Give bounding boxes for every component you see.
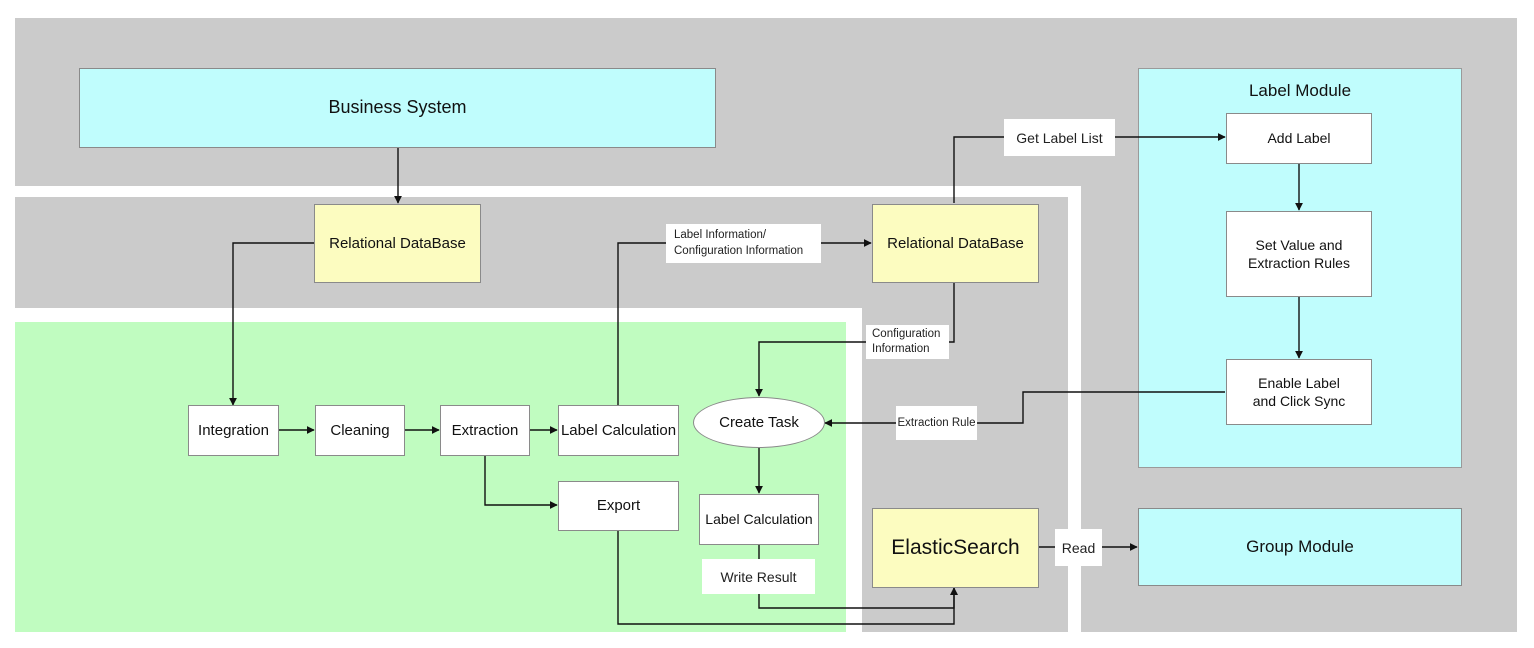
edge-labelcalc-to-db-right — [617, 239, 872, 405]
group-module-box: Group Module — [1138, 508, 1462, 586]
get-label-list-label: Get Label List — [1004, 119, 1115, 156]
edge-export-to-elastic — [617, 531, 958, 625]
label-calculation-right-box: Label Calculation — [699, 494, 819, 545]
region-separator-middle — [15, 308, 862, 322]
enable-line1: Enable Label — [1258, 374, 1340, 391]
edge-enable-to-createtask — [824, 391, 1225, 427]
config-line2: Information — [872, 343, 930, 355]
integration-box: Integration — [188, 405, 279, 456]
add-label-box: Add Label — [1226, 113, 1372, 164]
cleaning-box: Cleaning — [315, 405, 405, 456]
edge-db-right-to-createtask — [755, 283, 955, 397]
edge-db-right-to-addlabel — [953, 133, 1226, 203]
label-module-title: Label Module — [1248, 80, 1352, 100]
label-calculation-left-box: Label Calculation — [558, 405, 679, 456]
enable-label-click-sync-box: Enable Label and Click Sync — [1226, 359, 1372, 425]
edge-db-to-integration — [229, 242, 314, 406]
export-box: Export — [558, 481, 679, 531]
label-info-line2: Configuration Information — [674, 244, 804, 257]
enable-line2: and Click Sync — [1252, 393, 1346, 409]
extraction-rule-label: Extraction Rule — [896, 406, 977, 440]
read-label: Read — [1055, 529, 1102, 566]
relational-database-left: Relational DataBase — [314, 204, 481, 283]
create-task-node: Create Task — [693, 397, 825, 448]
extraction-box: Extraction — [440, 405, 530, 456]
region-separator-green-right — [846, 308, 862, 632]
config-line1: Configuration — [872, 328, 941, 341]
set-value-line1: Set Value and — [1255, 236, 1343, 253]
region-separator-vertical — [1068, 186, 1081, 632]
elasticsearch-box: ElasticSearch — [872, 508, 1039, 588]
edge-extraction-to-export — [484, 456, 558, 509]
label-info-line1: Label Information/ — [674, 228, 767, 241]
configuration-information-label: Configuration Information — [866, 325, 949, 359]
set-value-extraction-rules-box: Set Value and Extraction Rules — [1226, 211, 1372, 297]
region-separator-top — [15, 186, 1081, 197]
set-value-line2: Extraction Rules — [1248, 255, 1350, 271]
label-info-config-label: Label Information/ Configuration Informa… — [666, 224, 821, 263]
relational-database-right: Relational DataBase — [872, 204, 1039, 283]
business-system-box: Business System — [79, 68, 716, 148]
write-result-label: Write Result — [702, 559, 815, 594]
